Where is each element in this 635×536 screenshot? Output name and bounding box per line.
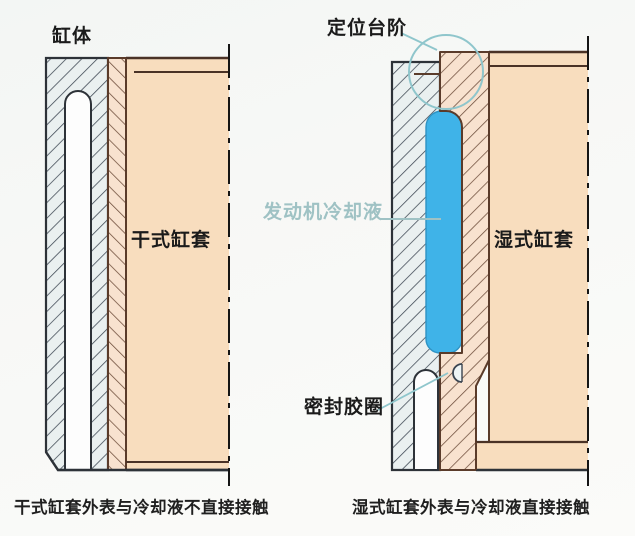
right-wet-liner-body — [475, 50, 588, 472]
right-wet-liner-assembly — [390, 34, 589, 486]
caption-dry-liner: 干式缸套外表与冷却液不直接接触 — [14, 498, 269, 517]
label-wet-liner: 湿式缸套 — [494, 229, 575, 251]
left-dry-liner-wall — [107, 57, 127, 471]
locating-step-leader — [400, 32, 438, 51]
label-dry-liner: 干式缸套 — [131, 229, 212, 251]
right-wet-liner-wall — [414, 51, 490, 471]
label-engine-coolant: 发动机冷却液 — [263, 201, 384, 223]
locating-step-callout-circle — [408, 34, 484, 110]
engine-coolant-jacket — [425, 110, 463, 354]
label-cylinder-block: 缸体 — [52, 25, 93, 47]
left-dry-liner-assembly — [44, 44, 230, 486]
label-locating-step: 定位台阶 — [327, 17, 408, 39]
left-cylinder-block — [44, 56, 110, 472]
caption-wet-liner: 湿式缸套外表与冷却液直接接触 — [352, 498, 590, 517]
left-dry-liner-body — [125, 56, 229, 472]
label-seal-ring: 密封胶圈 — [304, 396, 385, 418]
seal-ring-leader — [377, 372, 449, 411]
